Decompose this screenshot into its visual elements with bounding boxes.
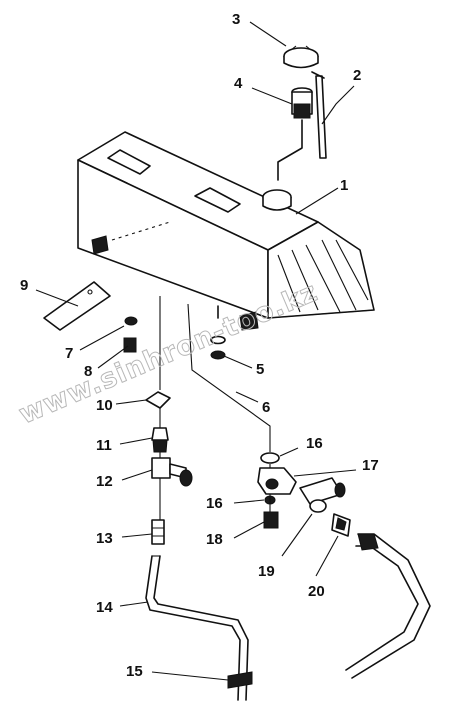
filler-cap [283, 45, 319, 69]
swivel-joint [331, 513, 351, 537]
callout-18: 18 [206, 531, 223, 548]
elbow-fitting [257, 467, 297, 495]
valve-fitting [151, 427, 169, 453]
level-gauge-rod [311, 71, 327, 159]
callout-10: 10 [96, 397, 113, 414]
plug [263, 511, 279, 529]
pipe-connector [299, 477, 346, 513]
guide-lines [159, 296, 271, 520]
fuel-hose [345, 533, 431, 679]
callout-14: 14 [96, 599, 113, 616]
leader-lines [35, 21, 357, 681]
callout-4: 4 [234, 75, 243, 92]
callout-17: 17 [362, 457, 379, 474]
callout-3: 3 [232, 11, 240, 28]
callout-16-upper: 16 [306, 435, 323, 452]
drain-plug [210, 305, 226, 360]
callout-13: 13 [96, 530, 113, 547]
callout-12: 12 [96, 473, 113, 490]
callout-15: 15 [126, 663, 143, 680]
callout-6: 6 [262, 399, 270, 416]
strainer [277, 87, 313, 181]
callout-20: 20 [308, 583, 325, 600]
callout-16-lower: 16 [206, 495, 223, 512]
callout-7: 7 [65, 345, 73, 362]
callout-9: 9 [20, 277, 28, 294]
o-ring-upper [260, 452, 280, 464]
drain-tube [145, 555, 249, 701]
callout-8: 8 [84, 363, 92, 380]
callout-11: 11 [96, 437, 112, 454]
callout-labels: 3 2 4 1 9 7 8 5 6 10 11 12 13 14 15 16 1… [20, 11, 379, 680]
washer-and-bolt [123, 316, 138, 353]
callout-2: 2 [353, 67, 361, 84]
hose-fitting [151, 519, 165, 545]
hose-clamp [227, 671, 253, 689]
shutoff-valve [151, 457, 193, 487]
callout-19: 19 [258, 563, 275, 580]
gasket [145, 391, 171, 409]
callout-5: 5 [256, 361, 264, 378]
fuel-tank [77, 131, 375, 331]
callout-1: 1 [340, 177, 348, 194]
